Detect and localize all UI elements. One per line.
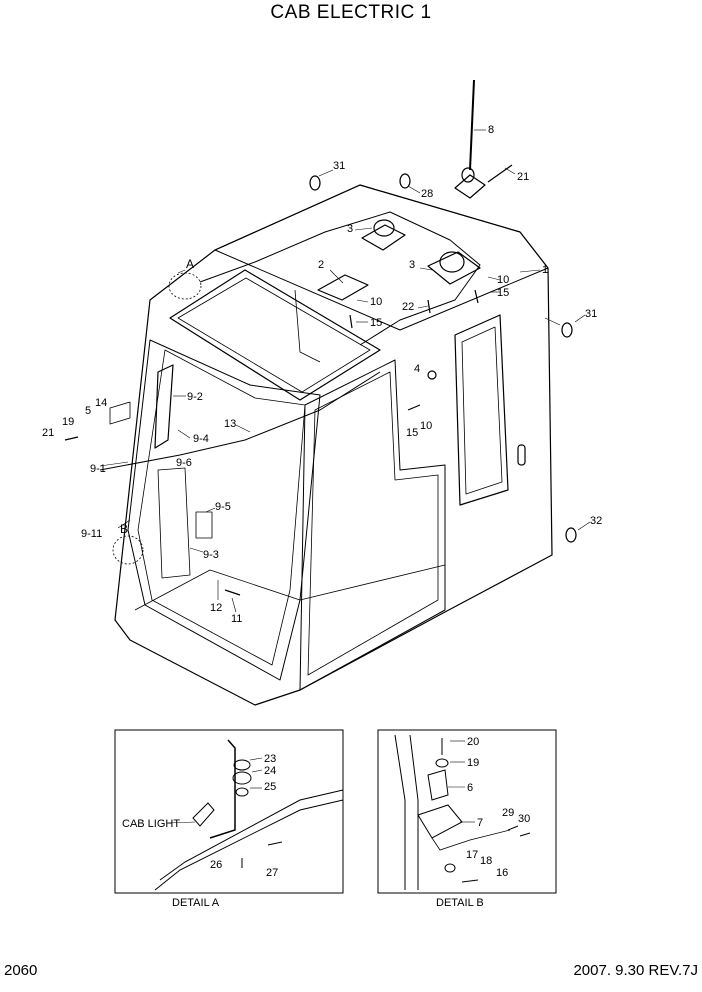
rear-window (454, 314, 509, 506)
room-lamp (317, 274, 369, 301)
detail-marker-a (168, 272, 202, 300)
callout-15a: 15 (497, 287, 509, 299)
callout-2: 2 (318, 259, 324, 271)
callout-9-2: 9-2 (187, 391, 203, 403)
detail-b-panel: 20 19 6 7 29 30 17 18 16 (377, 729, 557, 894)
detail-a-callout-23: 23 (264, 753, 276, 765)
cab-light-label: CAB LIGHT (122, 818, 180, 830)
detail-a-callout-26: 26 (210, 859, 222, 871)
detail-b-callout-19: 19 (467, 757, 479, 769)
detail-b-callout-20: 20 (467, 736, 479, 748)
callout-3a: 3 (347, 223, 353, 235)
detail-b-callout-7: 7 (477, 817, 483, 829)
detail-b-callout-30: 30 (518, 813, 530, 825)
callout-3b: 3 (409, 259, 415, 271)
detail-b-callout-17: 17 (466, 849, 478, 861)
callout-22: 22 (402, 301, 414, 313)
callout-12: 12 (210, 602, 222, 614)
cab-outer-frame (114, 184, 553, 706)
mirror (154, 364, 174, 449)
callout-9-6: 9-6 (176, 457, 192, 469)
callout-28: 28 (421, 188, 433, 200)
speaker-right (427, 251, 481, 285)
callout-14: 14 (95, 397, 107, 409)
callout-10b: 10 (370, 296, 382, 308)
cab-roof-edge (214, 184, 549, 331)
antenna-rod (469, 79, 475, 171)
callout-8: 8 (488, 124, 494, 136)
revision-date: 2007. 9.30 REV.7J (573, 962, 698, 979)
callout-9-1: 9-1 (90, 463, 106, 475)
callout-4: 4 (414, 363, 420, 375)
detail-a-panel: 23 24 25 26 27 CAB LIGHT (114, 729, 344, 894)
detail-b-callout-16: 16 (496, 867, 508, 879)
callout-9-4: 9-4 (193, 433, 209, 445)
callout-1: 1 (542, 264, 548, 276)
callout-5: 5 (85, 405, 91, 417)
callout-9-11: 9-11 (81, 528, 102, 540)
detail-a-caption: DETAIL A (172, 897, 220, 909)
detail-b-caption: DETAIL B (436, 897, 484, 909)
speaker-left (361, 224, 406, 251)
cab-floor (134, 564, 446, 611)
detail-b-callout-18: 18 (480, 855, 492, 867)
detail-b-callout-6: 6 (467, 782, 473, 794)
detail-a-callout-24: 24 (264, 765, 276, 777)
callout-21a: 21 (517, 171, 529, 183)
wiper-assembly (157, 467, 191, 579)
callout-9-3: 9-3 (203, 549, 219, 561)
callout-15c: 15 (406, 427, 418, 439)
callout-b: B (120, 522, 128, 536)
callout-19a: 19 (62, 416, 74, 428)
callout-15b: 15 (370, 317, 382, 329)
wire-harness (199, 211, 481, 346)
roof-window (169, 269, 381, 401)
door-opening (299, 359, 446, 691)
callout-10c: 10 (420, 420, 432, 432)
callout-10a: 10 (497, 274, 509, 286)
page-number: 2060 (4, 962, 38, 979)
callout-31a: 31 (333, 160, 345, 172)
callout-a: A (186, 257, 194, 271)
callout-9-5: 9-5 (215, 501, 231, 513)
detail-b-callout-29: 29 (502, 807, 514, 819)
detail-a-callout-25: 25 (264, 781, 276, 793)
front-window (127, 339, 321, 681)
callout-31b: 31 (585, 308, 597, 320)
detail-a-callout-27: 27 (266, 867, 278, 879)
detail-marker-b (112, 535, 144, 565)
callout-11: 11 (231, 613, 242, 625)
callout-21b: 21 (42, 427, 54, 439)
page-title: CAB ELECTRIC 1 (270, 2, 432, 23)
callout-13: 13 (224, 418, 236, 430)
callout-32: 32 (590, 515, 602, 527)
